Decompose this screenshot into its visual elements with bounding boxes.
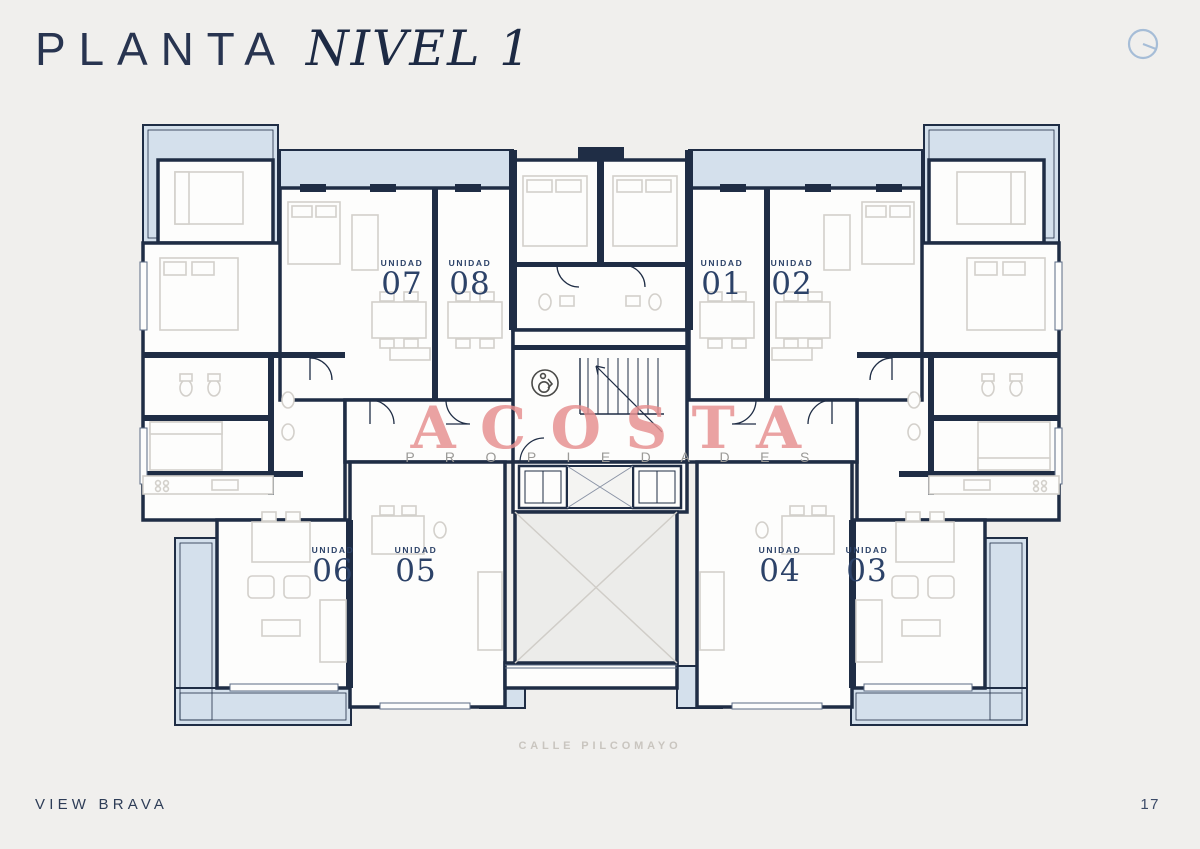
balcony [688,149,923,189]
balcony [279,149,514,189]
unit-label-caption: UNIDAD [312,545,355,555]
unit-number-01: 01 [701,266,742,302]
elevator-block [517,464,683,510]
unit-number-04: 04 [759,553,800,589]
unit-label-caption: UNIDAD [701,258,744,268]
watermark: ACOSTA P R O P I E D A D E S [405,394,826,465]
central-void [505,510,679,669]
project-name: VIEW BRAVA [35,796,169,813]
watermark-subtitle: P R O P I E D A D E S [405,449,822,465]
unit-label-caption: UNIDAD [395,545,438,555]
room-void-sill [503,661,679,690]
wall-layer [143,147,1059,688]
page-title-main: PLANTA [35,23,288,75]
staircase [519,358,664,463]
kitchen-counter [142,475,1060,495]
furniture-layer [142,171,1060,663]
watermark-brand: ACOSTA [410,394,826,462]
unit-number-05: 05 [395,553,436,589]
balcony [174,687,352,726]
door-layer [309,264,893,425]
unit-label-caption: UNIDAD [449,258,492,268]
unit-number-02: 02 [771,266,812,302]
compass-north-icon [1127,28,1159,60]
page-title-accent: NIVEL 1 [305,20,533,77]
unit-labels: UNIDAD07UNIDAD08UNIDAD01UNIDAD02UNIDAD06… [312,258,889,589]
dining-set [251,291,955,563]
unit-number-03: 03 [846,553,887,589]
unit-number-07: 07 [381,266,422,302]
unit-label-caption: UNIDAD [759,545,802,555]
page-number: 17 [1140,796,1160,813]
unit-number-08: 08 [449,266,490,302]
unit-number-06: 06 [312,553,353,589]
window-layer [139,261,1063,710]
balcony [850,687,1028,726]
wheelchair-icon [531,369,559,397]
unit-label-caption: UNIDAD [846,545,889,555]
bed [149,171,1051,471]
street-label: CALLE PILCOMAYO [518,740,682,752]
sofa [247,214,955,663]
page-title: PLANTA NIVEL 1 [35,20,532,80]
bath-fixtures [179,293,1023,539]
unit-label-caption: UNIDAD [381,258,424,268]
unit-label-caption: UNIDAD [771,258,814,268]
